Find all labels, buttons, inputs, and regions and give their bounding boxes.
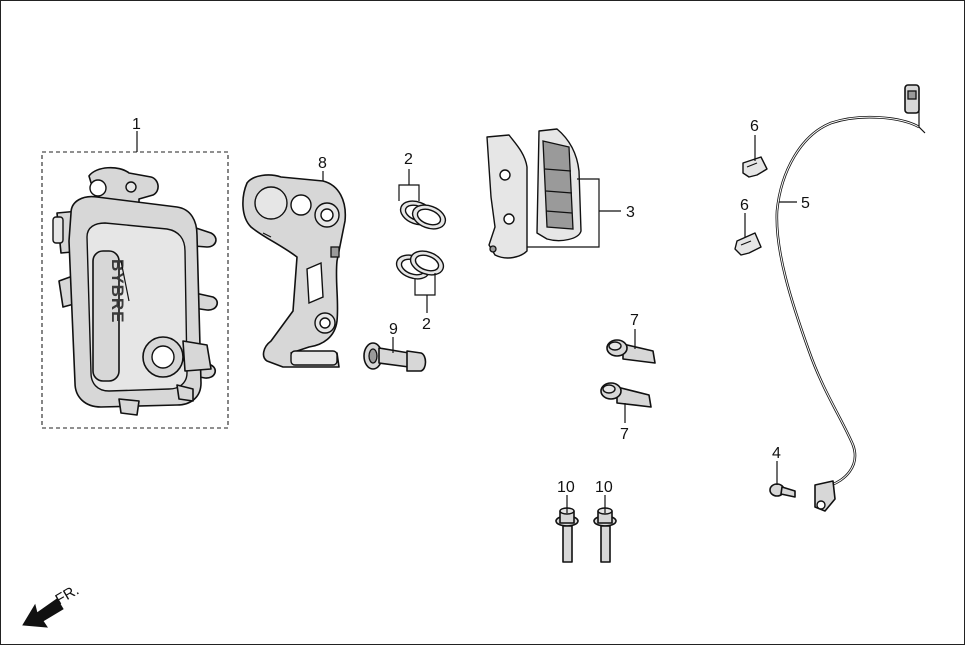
callout-7-lower: 7 xyxy=(620,426,629,443)
front-arrow-icon xyxy=(22,598,64,628)
callout-3: 3 xyxy=(626,204,635,221)
piston-seal-rings xyxy=(395,200,447,280)
callout-2-lower: 2 xyxy=(422,316,431,333)
caliper-bracket xyxy=(242,174,347,368)
caliper-brand-text: BYBRE xyxy=(108,259,127,324)
callout-8: 8 xyxy=(318,155,327,172)
wire-clip-lower xyxy=(734,232,762,256)
slide-pin-bolt xyxy=(363,342,427,372)
callout-4: 4 xyxy=(772,445,781,462)
brake-caliper-assembly: BYBRE xyxy=(41,151,229,429)
callout-6-lower: 6 xyxy=(740,197,749,214)
leader-lines xyxy=(136,131,797,513)
callout-5: 5 xyxy=(801,195,810,212)
callout-2-upper: 2 xyxy=(404,151,413,168)
callout-numbers: 1 8 2 2 3 9 7 7 10 10 6 6 5 4 xyxy=(132,116,810,496)
callout-7-upper: 7 xyxy=(630,312,639,329)
brake-pads xyxy=(486,128,582,259)
caliper-bolt-upper xyxy=(606,339,656,364)
wire-clip-upper xyxy=(742,156,768,178)
callout-10-right: 10 xyxy=(595,479,613,496)
abs-sensor-cable xyxy=(775,84,926,512)
callout-1: 1 xyxy=(132,116,141,133)
flange-bolt-right xyxy=(593,507,617,563)
callout-9: 9 xyxy=(389,321,398,338)
callout-6-upper: 6 xyxy=(750,118,759,135)
front-direction-indicator: FR. xyxy=(22,582,82,628)
caliper-bolt-lower xyxy=(600,382,652,408)
caliper-group-box xyxy=(41,151,229,429)
sensor-bolt xyxy=(769,483,796,498)
callout-10-left: 10 xyxy=(557,479,575,496)
flange-bolt-left xyxy=(555,507,579,563)
